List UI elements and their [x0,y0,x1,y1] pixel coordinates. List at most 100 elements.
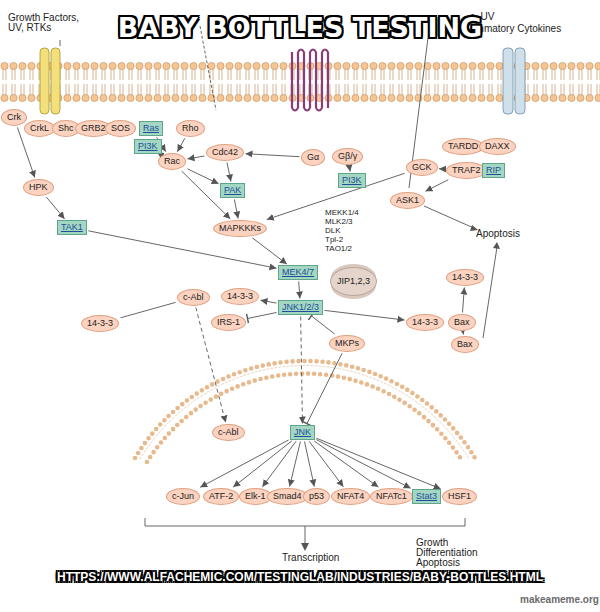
protein-name: 14-3-3 [227,291,253,301]
annotation-label: Growth Factors, UV, RTKs [8,13,88,33]
protein-name: p53 [309,491,324,501]
activation-connector [252,238,287,264]
protein-oval: MAPKKKs [213,220,267,237]
protein-name: Rac [164,156,180,166]
meme-bottom-text: HTTPS://WWW.ALFACHEMIC.COM/TESTINGLAB/IN… [0,570,600,584]
protein-oval: CrkL [24,120,55,137]
protein-name: c-Abl [218,427,239,437]
protein-name: Gβ/γ [338,151,357,161]
cytokine-receptor [503,48,525,114]
activation-connector [299,282,300,299]
protein-name: Smad4 [273,491,302,501]
activation-connector [46,197,64,219]
protein-name: TARDD [448,141,478,151]
protein-name: TRAF2 [452,165,481,175]
activation-connector [200,440,289,487]
rtk-receptor [40,48,60,114]
protein-name: JNK1/2/3 [282,302,319,312]
activation-connector [314,441,378,487]
protein-name: IRS-1 [217,317,240,327]
protein-name: NFATc1 [376,491,407,501]
protein-oval: c-Jun [166,488,200,505]
protein-name: NFAT4 [337,491,364,501]
protein-name: SOS [111,123,130,133]
annotation-label: ammatory Cytokines [470,24,561,34]
annotation-label: Growth Differentiation Apoptosis [416,538,496,568]
activation-connector [121,302,176,317]
watermark: makeameme.org [520,595,599,605]
kinase-list-item: DLK [325,226,341,236]
protein-name: ASK1 [396,195,419,205]
protein-oval: 14-3-3 [221,288,259,305]
linked-protein-box: MEK4/7 [278,265,318,280]
protein-oval: Rho [176,120,205,137]
activation-connector [309,441,343,487]
linked-protein-box: PI3K [134,139,162,154]
protein-name: 14-3-3 [87,318,113,328]
activation-connector [227,163,231,182]
activation-connector [349,167,351,172]
activation-connector [234,200,238,219]
protein-name: GCK [412,162,432,172]
stimulus-arrows [60,22,430,188]
protein-name: Shc [58,123,74,133]
activation-connector [267,173,405,219]
protein-name: Stat3 [416,491,437,501]
protein-oval: TRAF2 [446,162,487,179]
protein-name: CrkL [30,123,49,133]
protein-oval: p53 [303,488,330,505]
protein-oval: Bax [451,336,479,353]
protein-oval: TARDD [442,138,484,155]
protein-oval: MKPs [329,335,365,352]
protein-name: ATF-2 [209,491,233,501]
protein-name: Rho [182,123,199,133]
protein-name: JIP1,2,3 [337,276,370,286]
activation-connector [261,300,277,303]
kinase-list-item: MEKK1/4 [325,208,359,218]
linked-protein-box: PAK [220,183,245,198]
protein-name: Gα [307,152,319,162]
kinase-list-item: Tpl-2 [325,235,343,245]
meme-top-text: BABY BOTTLES TESTING [0,12,600,43]
linked-protein-box: TAK1 [57,220,87,235]
protein-name: Elk-1 [245,491,266,501]
protein-oval: 14-3-3 [81,315,119,332]
inhibition-connector [307,353,342,423]
protein-name: c-Jun [172,491,194,501]
protein-name: MAPKKKs [219,223,261,233]
protein-name: GRB2 [81,123,106,133]
activation-connector [316,438,440,489]
linked-protein-box: RIP [482,163,505,178]
protein-oval: JIP1,2,3 [330,267,377,296]
activation-connector [316,440,410,489]
activation-connector [301,317,303,424]
inhibition-connector [248,313,277,319]
protein-name: Bax [454,317,470,327]
protein-oval: GCK [406,159,438,176]
protein-oval: c-Abl [212,424,245,441]
linked-protein-box: JNK [290,425,315,440]
protein-name: PAK [224,185,241,195]
activation-connector [246,154,300,157]
linked-protein-box: JNK1/2/3 [278,300,323,315]
protein-oval: 14-3-3 [446,269,484,286]
activation-connector [177,138,184,151]
annotation-label: Apoptosis [476,229,520,239]
protein-oval: HSF1 [442,488,477,505]
protein-oval: Bax [448,314,476,331]
protein-oval: NFAT4 [331,488,370,505]
annotation-label: Transcription [282,553,339,563]
protein-name: PI3K [138,141,158,151]
protein-oval: IRS-1 [211,314,246,331]
protein-name: RIP [486,165,501,175]
activation-connector [188,156,205,159]
protein-oval: Cdc42 [206,144,244,161]
protein-oval: Gα [301,149,325,166]
protein-name: PI3K [342,175,362,185]
activation-connector [305,442,315,487]
protein-oval: SOS [105,120,136,137]
protein-oval: 14-3-3 [406,314,444,331]
protein-name: 14-3-3 [412,317,438,327]
kinase-list-item: MLK2/3 [325,217,353,227]
